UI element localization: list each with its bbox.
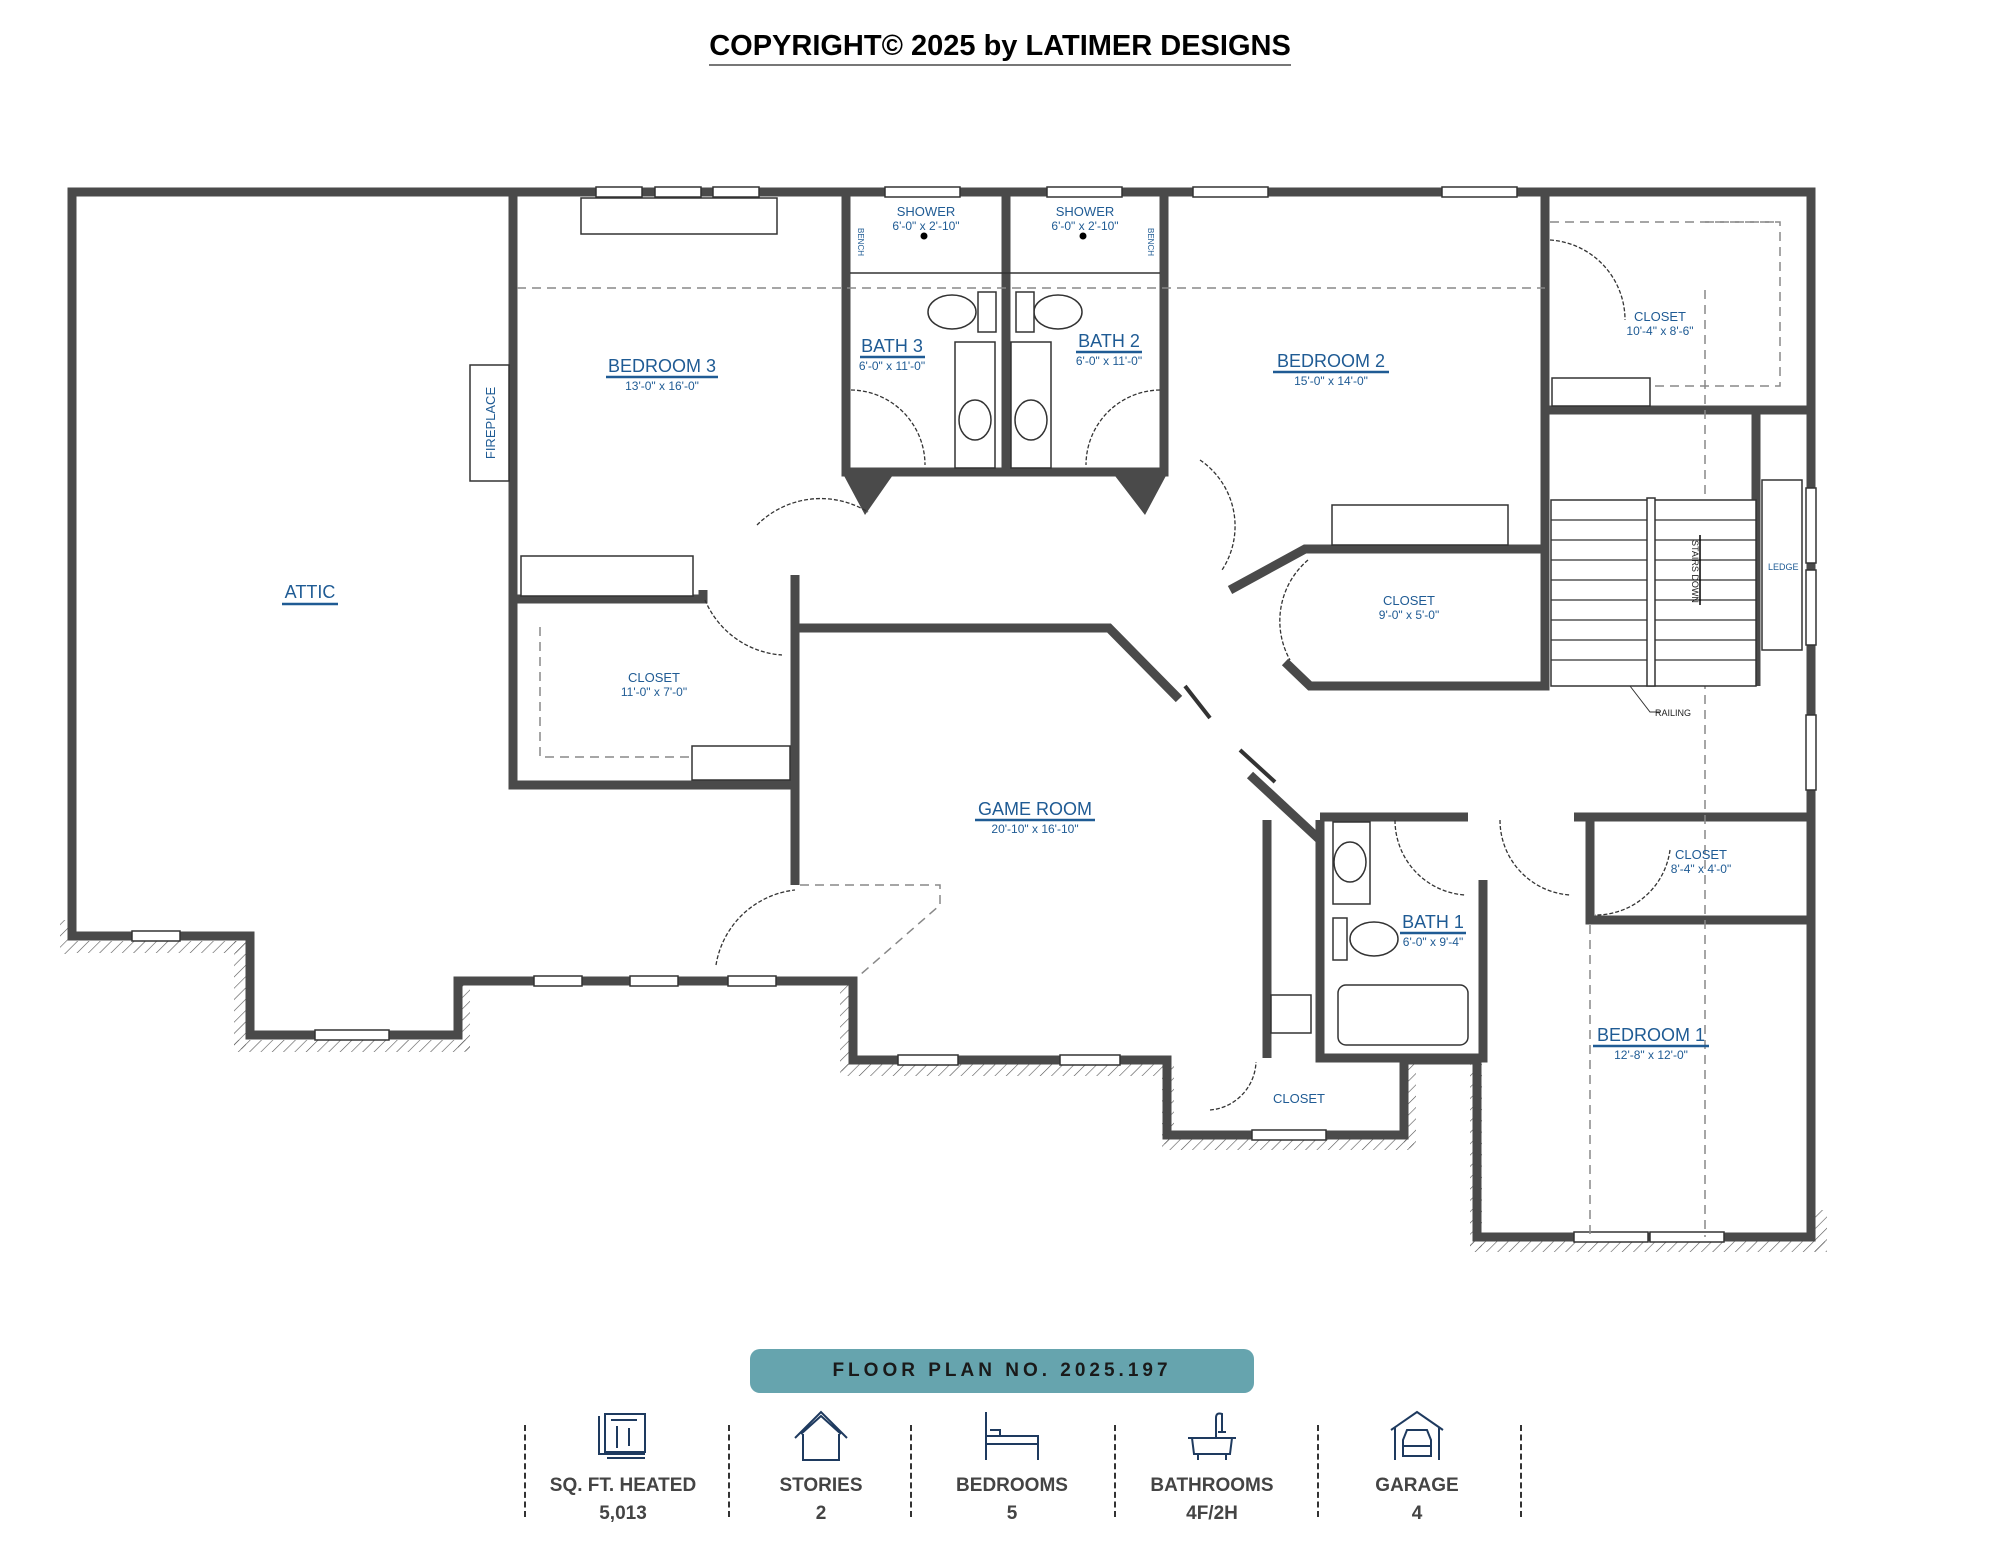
room-closet-hall: CLOSET 9'-0" x 5'-0" bbox=[1379, 593, 1439, 622]
room-closet-bedroom-1: CLOSET 8'-4" x 4'-0" bbox=[1671, 847, 1731, 876]
bathtub-icon bbox=[1188, 1412, 1236, 1460]
room-bath-1: BATH 1 6'-0" x 9'-4" bbox=[1400, 912, 1466, 949]
svg-text:SHOWER: SHOWER bbox=[897, 204, 956, 219]
room-bath-3: BATH 3 6'-0" x 11'-0" bbox=[859, 336, 925, 373]
room-game-room: GAME ROOM 20'-10" x 16'-10" bbox=[975, 799, 1095, 836]
svg-text:15'-0" x 14'-0": 15'-0" x 14'-0" bbox=[1294, 374, 1368, 388]
bed-icon bbox=[985, 1412, 1039, 1460]
divider bbox=[910, 1425, 912, 1517]
svg-text:GAME ROOM: GAME ROOM bbox=[978, 799, 1092, 819]
blueprint-icon bbox=[598, 1413, 646, 1459]
house-icon bbox=[794, 1410, 848, 1461]
svg-text:6'-0" x 11'-0": 6'-0" x 11'-0" bbox=[1076, 354, 1142, 368]
svg-text:8'-4" x 4'-0": 8'-4" x 4'-0" bbox=[1671, 862, 1731, 876]
staircase[interactable]: STAIRS DOWN LEDGE RAILING bbox=[1550, 479, 1803, 718]
svg-text:BATH 2: BATH 2 bbox=[1078, 331, 1140, 351]
exterior-hatch bbox=[60, 920, 1827, 1252]
room-closet-bedroom-2: CLOSET 10'-4" x 8'-6" bbox=[1626, 309, 1693, 338]
svg-text:BATH 1: BATH 1 bbox=[1402, 912, 1464, 932]
fireplace-label: FIREPLACE bbox=[483, 387, 498, 460]
svg-text:6'-0" x 9'-4": 6'-0" x 9'-4" bbox=[1403, 935, 1463, 949]
stat-sqft: SQ. FT. HEATED 5,013 bbox=[523, 1410, 723, 1525]
room-shower-3: SHOWER 6'-0" x 2'-10" BENCH bbox=[856, 204, 960, 256]
svg-text:CLOSET: CLOSET bbox=[1634, 309, 1686, 324]
svg-text:9'-0" x 5'-0": 9'-0" x 5'-0" bbox=[1379, 608, 1439, 622]
garage-icon bbox=[1390, 1410, 1444, 1460]
stat-bedrooms: BEDROOMS 5 bbox=[912, 1410, 1112, 1525]
svg-text:12'-8" x 12'-0": 12'-8" x 12'-0" bbox=[1614, 1048, 1688, 1062]
room-closet-game: CLOSET bbox=[1273, 1091, 1325, 1106]
svg-text:CLOSET: CLOSET bbox=[1273, 1091, 1325, 1106]
fireplace bbox=[469, 364, 510, 482]
svg-text:10'-4" x 8'-6": 10'-4" x 8'-6" bbox=[1626, 324, 1693, 338]
exterior-wall bbox=[67, 187, 1816, 1242]
svg-text:20'-10" x 16'-10": 20'-10" x 16'-10" bbox=[991, 822, 1078, 836]
room-bedroom-2: BEDROOM 2 15'-0" x 14'-0" bbox=[1273, 351, 1389, 388]
fixtures bbox=[469, 197, 1651, 1046]
copyright-title: COPYRIGHT© 2025 by LATIMER DESIGNS bbox=[0, 30, 2000, 66]
room-attic: ATTIC bbox=[282, 582, 338, 606]
windows bbox=[131, 186, 1817, 1243]
bench-label: BENCH bbox=[1146, 228, 1155, 256]
room-bedroom-3: BEDROOM 3 13'-0" x 16'-0" bbox=[606, 356, 718, 393]
svg-text:BEDROOM 1: BEDROOM 1 bbox=[1597, 1025, 1705, 1045]
svg-text:13'-0" x 16'-0": 13'-0" x 16'-0" bbox=[625, 379, 699, 393]
room-closet-bedroom-3: CLOSET 11'-0" x 7'-0" bbox=[621, 670, 687, 699]
stat-stories: STORIES 2 bbox=[721, 1410, 921, 1525]
divider bbox=[1317, 1425, 1319, 1517]
svg-text:CLOSET: CLOSET bbox=[1383, 593, 1435, 608]
svg-text:6'-0" x 2'-10": 6'-0" x 2'-10" bbox=[1051, 219, 1118, 233]
door-swings bbox=[704, 239, 1671, 1111]
svg-text:CLOSET: CLOSET bbox=[628, 670, 680, 685]
room-shower-2: SHOWER 6'-0" x 2'-10" BENCH bbox=[1051, 204, 1155, 256]
stairs-label: STAIRS DOWN bbox=[1690, 540, 1700, 603]
svg-text:11'-0" x 7'-0": 11'-0" x 7'-0" bbox=[621, 685, 687, 699]
divider bbox=[1114, 1425, 1116, 1517]
svg-text:ATTIC: ATTIC bbox=[285, 582, 336, 602]
ledge-label: LEDGE bbox=[1768, 562, 1799, 572]
divider bbox=[524, 1425, 526, 1517]
room-bedroom-1: BEDROOM 1 12'-8" x 12'-0" bbox=[1593, 1025, 1709, 1062]
divider bbox=[728, 1425, 730, 1517]
svg-text:6'-0" x 2'-10": 6'-0" x 2'-10" bbox=[892, 219, 959, 233]
stat-garage: GARAGE 4 bbox=[1317, 1410, 1517, 1525]
ceiling-lines bbox=[517, 221, 1781, 1237]
svg-text:BEDROOM 2: BEDROOM 2 bbox=[1277, 351, 1385, 371]
stat-bathrooms: BATHROOMS 4F/2H bbox=[1112, 1410, 1312, 1525]
svg-text:SHOWER: SHOWER bbox=[1056, 204, 1115, 219]
svg-text:CLOSET: CLOSET bbox=[1675, 847, 1727, 862]
bench-label: BENCH bbox=[856, 228, 865, 256]
svg-text:6'-0" x 11'-0": 6'-0" x 11'-0" bbox=[859, 359, 925, 373]
room-bath-2: BATH 2 6'-0" x 11'-0" bbox=[1076, 331, 1142, 368]
divider bbox=[1520, 1425, 1522, 1517]
svg-text:BEDROOM 3: BEDROOM 3 bbox=[608, 356, 716, 376]
plan-number-banner: FLOOR PLAN NO. 2025.197 bbox=[750, 1349, 1254, 1393]
svg-text:BATH 3: BATH 3 bbox=[861, 336, 923, 356]
railing-label: RAILING bbox=[1655, 708, 1691, 718]
